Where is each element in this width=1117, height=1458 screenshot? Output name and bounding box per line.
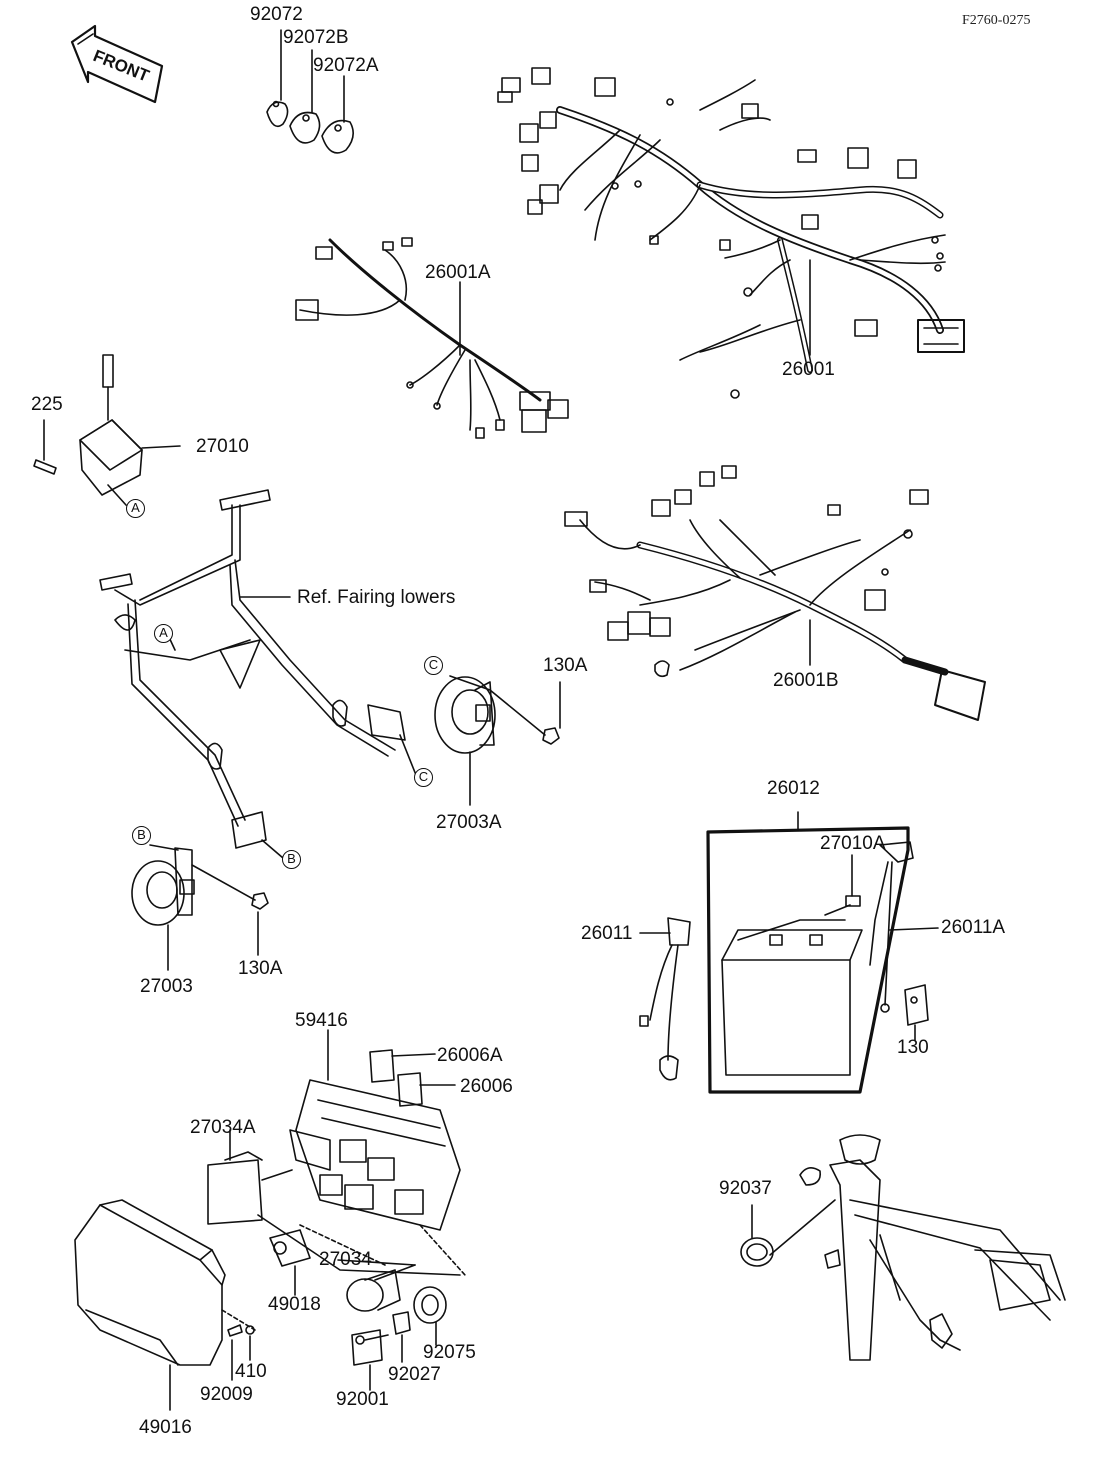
part-label: 92009 (200, 1384, 253, 1405)
reference-note: Ref. Fairing lowers (297, 587, 456, 608)
part-label: 92037 (719, 1178, 772, 1199)
junction-box-59416-icon (207, 1029, 466, 1312)
part-label: 26011 (581, 923, 633, 944)
part-label: 49016 (139, 1417, 192, 1438)
part-label: 92075 (423, 1342, 476, 1363)
sub-harness-26001A-icon (295, 237, 569, 439)
battery-cable-26011-icon (639, 917, 691, 1081)
part-label: 130A (543, 655, 588, 676)
reference-mark-a: A (154, 624, 173, 643)
sub-harness-26001B-icon (564, 465, 986, 721)
part-label: 92027 (388, 1364, 441, 1385)
part-label: 92072B (283, 27, 349, 48)
cover-49016-icon (74, 1199, 256, 1411)
horn-low-27003-icon (131, 844, 269, 971)
part-label: 27003A (436, 812, 502, 833)
part-label: 27010 (196, 436, 249, 457)
horn-high-27003A-icon (434, 675, 561, 806)
part-label: 27034 (319, 1249, 372, 1270)
part-label: 130A (238, 958, 283, 979)
part-label: 49018 (268, 1294, 321, 1315)
part-label: 26001B (773, 670, 839, 691)
part-label: 26006A (437, 1045, 503, 1066)
part-label: 27003 (140, 976, 193, 997)
part-label: 26011A (941, 917, 1006, 938)
part-label: 26001 (782, 359, 835, 380)
fairing-bracket-frame-icon (99, 489, 417, 859)
part-label: 92072A (313, 55, 379, 76)
grommet-parts-icon (266, 29, 354, 154)
frame-section-92037-icon (740, 1134, 1066, 1361)
reference-mark-b: B (132, 826, 151, 845)
front-direction-arrow-icon: FRONT (70, 24, 164, 104)
reference-mark-c: C (424, 656, 443, 675)
part-label: 225 (31, 394, 63, 415)
fuse-holder-hardware-icon (351, 1286, 447, 1391)
part-label: 26012 (767, 778, 820, 799)
part-label: 59416 (295, 1010, 348, 1031)
part-label: 26001A (425, 262, 491, 283)
part-label: 27034A (190, 1117, 256, 1138)
battery-26012-icon (706, 811, 939, 1094)
part-label: 26006 (460, 1076, 513, 1097)
part-label: 92072 (250, 4, 303, 25)
reference-mark-a: A (126, 499, 145, 518)
main-wiring-harness-icon (497, 67, 965, 399)
figure-code: F2760-0275 (962, 13, 1031, 28)
part-label: 92001 (336, 1389, 389, 1410)
part-label: 410 (235, 1361, 267, 1382)
reference-mark-c: C (414, 768, 433, 787)
reference-mark-b: B (282, 850, 301, 869)
part-label: 130 (897, 1037, 929, 1058)
starter-relay-27010-icon (33, 354, 181, 506)
part-label: 27010A (820, 833, 886, 854)
